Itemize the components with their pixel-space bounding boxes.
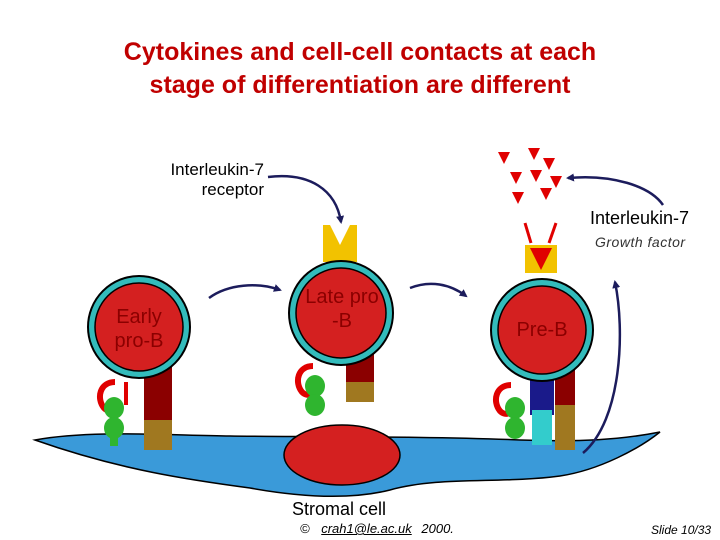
slide-number: Slide 10/33 — [651, 523, 712, 537]
pre-b-label: Pre-B — [516, 319, 568, 341]
stromal-nucleus — [283, 424, 401, 486]
early-pro-b-cell — [87, 275, 191, 450]
receptor-pointer-arrow — [267, 174, 345, 224]
stromal-cell-label: Stromal cell — [292, 499, 387, 519]
pre-b-cell — [490, 222, 594, 450]
il7-receptor-label: Interleukin-7 receptor — [160, 160, 264, 200]
il7-label: Interleukin-7 — [590, 208, 690, 228]
title-line-2: stage of differentiation are different — [149, 71, 571, 99]
il7-ligand-triangles — [498, 148, 562, 204]
il7-pointer-arrow — [566, 173, 665, 206]
growth-factor-label: Growth factor — [595, 234, 686, 250]
early-pro-b-label-line2: pro-B — [114, 330, 164, 352]
il7-receptor-label-line2: receptor — [201, 180, 264, 199]
early-pro-b-label: Early pro-B — [96, 305, 182, 353]
author-email-link[interactable]: crah1@le.ac.uk — [321, 521, 412, 536]
late-to-preb-arrow — [409, 282, 468, 298]
early-to-late-arrow — [208, 284, 282, 300]
copyright-year: 2000. — [421, 521, 454, 536]
late-pro-b-label: Late pro -B — [292, 285, 392, 333]
slide-title: Cytokines and cell-cell contacts at each… — [0, 36, 720, 102]
copyright-footer: © crah1@le.ac.uk 2000. — [300, 521, 454, 536]
late-pro-b-label-line2: -B — [332, 310, 352, 332]
stromal-to-preb-arrow — [582, 280, 622, 454]
late-pro-b-label-line1: Late pro — [305, 286, 379, 308]
early-pro-b-label-line1: Early — [116, 306, 162, 328]
title-line-1: Cytokines and cell-cell contacts at each — [123, 38, 597, 66]
late-pro-b-cell — [288, 225, 394, 416]
il7-receptor-yellow — [323, 225, 357, 262]
copyright-symbol: © — [300, 521, 310, 536]
il7-receptor-label-line1: Interleukin-7 — [170, 160, 264, 179]
